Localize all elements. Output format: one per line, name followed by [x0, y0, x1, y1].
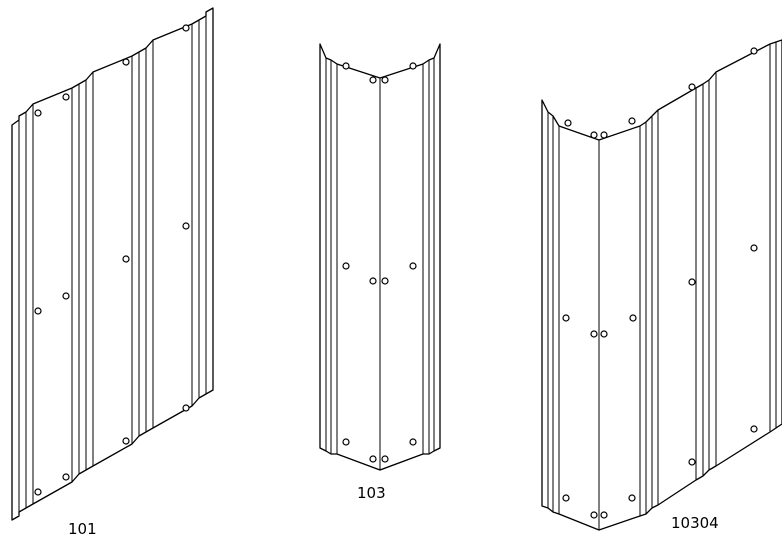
- corner-10304-drawing: 10304: [541, 39, 782, 532]
- corner-10304-outline: [541, 39, 782, 531]
- corner-103-drawing: 103: [319, 43, 441, 502]
- label-103: 103: [357, 484, 386, 502]
- corner-10304-holes: [562, 47, 758, 519]
- panel-101-fold-lines: [18, 16, 207, 512]
- corner-103-fold-lines: [325, 58, 435, 470]
- label-101: 101: [68, 520, 97, 538]
- corner-10304-fold-lines: [547, 42, 777, 530]
- panel-101-outline: [11, 7, 214, 521]
- corner-103-holes: [342, 62, 417, 463]
- panel-101-drawing: 101: [11, 7, 214, 538]
- label-10304: 10304: [671, 514, 719, 532]
- panel-101-holes: [34, 24, 190, 496]
